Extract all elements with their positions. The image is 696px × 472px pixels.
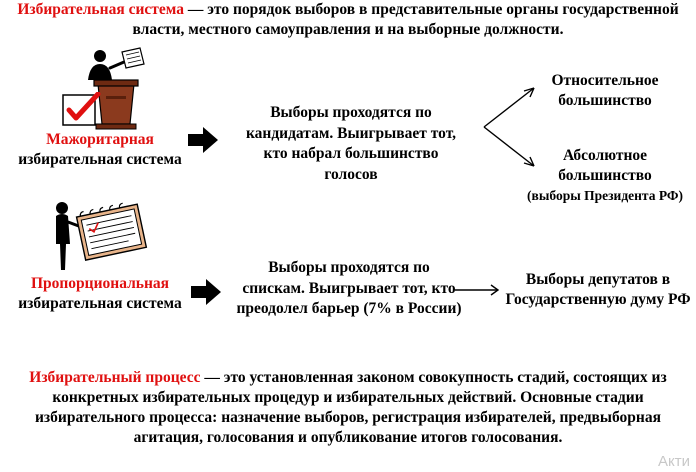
proportional-system-label: Пропорциональная избирательная система: [0, 274, 200, 314]
result-arrow: [455, 284, 500, 296]
ballot-checkmark-icon: [62, 92, 101, 126]
proportional-title: Пропорциональная: [30, 275, 170, 292]
activation-watermark: Акти: [658, 453, 690, 470]
system-definition: Избирательная система — это порядок выбо…: [6, 0, 690, 40]
relative-majority: Относительное большинство: [551, 72, 659, 109]
duma-elections: Выборы депутатов в Государственную думу …: [505, 271, 691, 308]
majoritarian-subtitle: избирательная система: [18, 151, 182, 168]
arrow-right-icon: [188, 127, 218, 153]
absolute-majority-note: (выборы Президента РФ): [527, 188, 683, 203]
majoritarian-system-label: Мажоритарная избирательная система: [0, 130, 200, 170]
speaker-podium-icon: [88, 47, 145, 130]
process-definition-text: — это установленная законом совокупность…: [35, 369, 667, 446]
arrow-right-icon: [191, 279, 221, 305]
majoritarian-description: Выборы проходятся по кандидатам. Выигрыв…: [245, 104, 457, 183]
person-with-list-icon: [56, 202, 148, 270]
system-definition-text: — это порядок выборов в представительные…: [132, 1, 679, 38]
process-definition-term: Избирательный процесс: [29, 369, 201, 386]
branch-arrows: [483, 87, 535, 167]
proportional-subtitle: избирательная система: [18, 295, 182, 312]
majoritarian-title: Мажоритарная: [46, 131, 154, 148]
absolute-majority-label: Абсолютное большинство: [558, 147, 652, 184]
process-definition: Избирательный процесс — это установленна…: [6, 368, 690, 448]
proportional-description: Выборы проходятся по спискам. Выигрывает…: [236, 259, 462, 317]
absolute-majority: Абсолютное большинство (выборы Президент…: [520, 146, 690, 205]
system-definition-term: Избирательная система: [17, 1, 184, 18]
